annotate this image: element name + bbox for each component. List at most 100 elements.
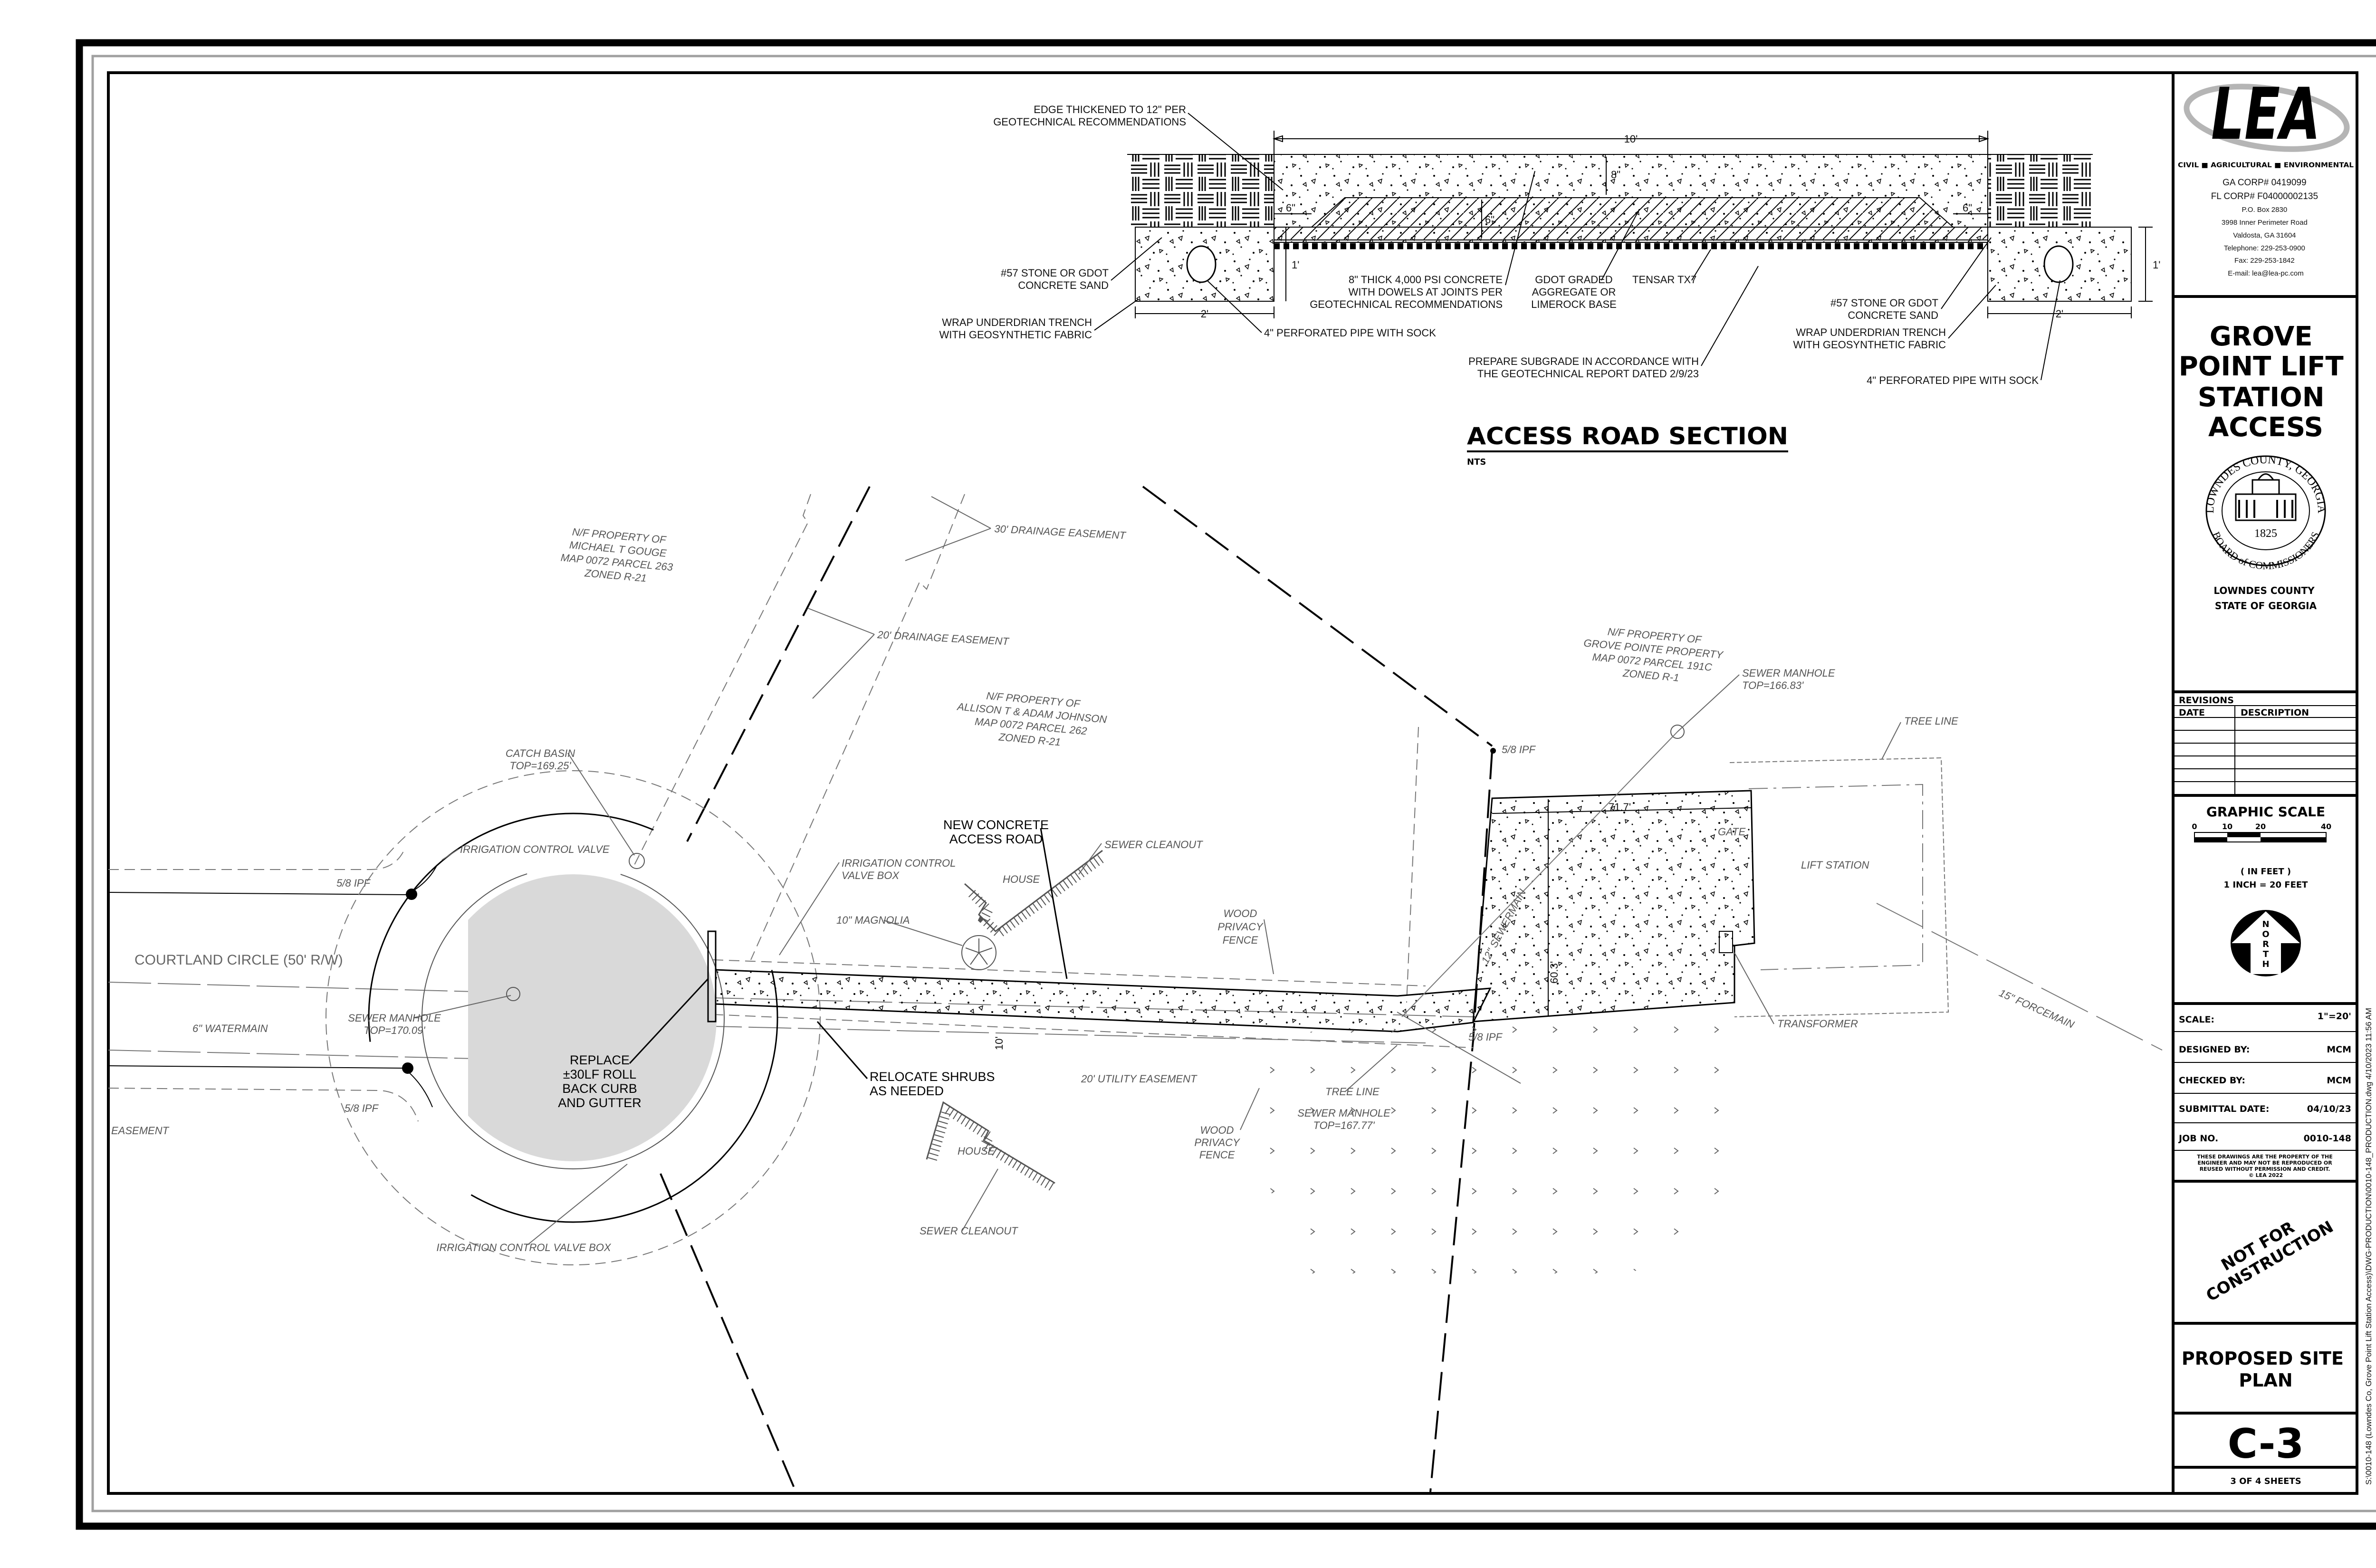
right-of-way-south [108, 1065, 433, 1108]
svg-text:CIVIL ■ AGRICULTURAL ■ ENVIRON: CIVIL ■ AGRICULTURAL ■ ENVIRONMENTAL [2178, 162, 2354, 169]
drainage-easement-20-label: 20' DRAINAGE EASEMENT [877, 629, 1010, 648]
section-title: ACCESS ROAD SECTION [1467, 422, 1788, 450]
revisions-table [2173, 690, 2357, 797]
lift-station-fence [1748, 784, 1923, 970]
watermain-line [108, 1025, 1426, 1060]
sewer-cleanout-north-label: SEWER CLEANOUT [1104, 839, 1203, 851]
file-path: S:\0010-148 (Lowndes Co, Grove Point Lif… [2364, 1008, 2373, 1485]
svg-text:NORTH: NORTH [2261, 919, 2271, 969]
project-title: GROVE POINT LIFT STATION ACCESS [2179, 321, 2353, 443]
house-south [926, 1101, 1055, 1184]
job-number-value: 0010-148 [2304, 1133, 2351, 1144]
pipe-left-note: 4" PERFORATED PIPE WITH SOCK [1264, 327, 1436, 339]
magnolia-tree-icon [961, 935, 996, 970]
transformer-label: TRANSFORMER [1777, 1018, 1858, 1030]
watermain-label: 6" WATERMAIN [192, 1023, 268, 1034]
lea-logo: LEA CIVIL ■ AGRICULTURAL ■ ENVIRONMENTAL [2178, 73, 2354, 169]
job-number-label: JOB NO. [2178, 1133, 2218, 1144]
gouge-property-label: N/F PROPERTY OFMICHAEL T GOUGEMAP 0072 P… [559, 525, 676, 586]
county-seal: LOWNDES COUNTY, GEORGIA BOARD of COMMISS… [2204, 454, 2328, 572]
plan-black-leaders [629, 828, 1068, 1079]
lift-station-label: LIFT STATION [1801, 859, 1869, 871]
iron-pin-west-top-label: 5/8 IPF [336, 877, 371, 889]
cul-de-sac-right-of-way [368, 813, 778, 1223]
scale-tick-20: 20 [2255, 822, 2266, 831]
catch-basin-icon [629, 853, 645, 869]
tree-line-ne-label: TREE LINE [1904, 715, 1958, 727]
easement-west-label: EASEMENT [111, 1125, 170, 1137]
wooded-area [1259, 1010, 1744, 1273]
pad-width-dimension [1492, 807, 1752, 814]
ownership-notice: THESE DRAWINGS ARE THE PROPERTY OF THE E… [2197, 1154, 2334, 1178]
perforated-pipe-right [2043, 245, 2074, 283]
house-north-hatch [968, 853, 1105, 940]
scale-value: 1"=20' [2318, 1011, 2351, 1022]
scale-label: SCALE: [2179, 1014, 2214, 1025]
concrete-pad [1472, 790, 1755, 1023]
not-for-construction-stamp: NOT FOR CONSTRUCTION [2194, 1201, 2337, 1305]
dim-base: 6" [1485, 214, 1495, 226]
outer-border [76, 39, 2376, 1530]
submittal-date-label: SUBMITTAL DATE: [2179, 1104, 2269, 1114]
street-name-label: COURTLAND CIRCLE (50' R/W) [134, 952, 343, 968]
section-scale-note: NTS [1467, 457, 1486, 467]
owner: LOWNDES COUNTY STATE OF GEORGIA [2213, 585, 2318, 612]
dim-depth-right: 1' [2153, 259, 2160, 271]
drainage-easement-line-east [750, 494, 965, 960]
house-south-hatch [928, 1102, 1055, 1191]
north-arrow-icon: NORTH [2231, 910, 2301, 976]
site-plan: N/F PROPERTY OFMICHAEL T GOUGEMAP 0072 P… [108, 486, 2163, 1492]
house-south-label: HOUSE [958, 1145, 995, 1157]
dim-depth-left: 1' [1292, 259, 1299, 271]
forcemain-line [1876, 903, 2163, 1051]
sewer-cleanout-south-label: SEWER CLEANOUT [920, 1225, 1018, 1237]
designed-by-label: DESIGNED BY: [2179, 1044, 2250, 1055]
revisions-col-description: DESCRIPTION [2241, 708, 2309, 718]
aggregate-base [1274, 197, 1988, 240]
fence-line-west [1406, 727, 1419, 1003]
house-north-label: HOUSE [1003, 873, 1040, 885]
iron-pin-west-bottom-label: 5/8 IPF [345, 1102, 379, 1114]
checked-by-value: MCM [2327, 1075, 2351, 1086]
pad-width-label: 71.7' [1609, 801, 1631, 813]
tree-line-south-label: TREE LINE [1325, 1086, 1380, 1098]
irrigation-box-south-label: IRRIGATION CONTROL VALVE BOX [436, 1242, 611, 1253]
soil-right [1988, 154, 2093, 227]
soil-left [1127, 154, 1274, 227]
geogrid-note: TENSAR TX7 [1632, 274, 1696, 286]
magnolia-label: 10" MAGNOLIA [836, 914, 910, 926]
svg-text:1825: 1825 [2254, 527, 2277, 540]
title-block: LEA CIVIL ■ AGRICULTURAL ■ ENVIRONMENTAL… [2173, 73, 2357, 1486]
dim-trench-left: 2' [1201, 308, 1208, 320]
property-line-nw [686, 486, 871, 842]
access-road-section: 10' 2' 2' 1' 1' 6" 6" 8" 6" EDGE THICKEN… [939, 104, 2161, 467]
iron-pin-south [402, 1062, 413, 1074]
iron-pin-ne [1490, 748, 1496, 754]
street-easement-south [108, 1088, 419, 1122]
submittal-date-value: 04/10/23 [2307, 1104, 2351, 1114]
scale-bar [2194, 832, 2327, 842]
section-leaders [1094, 113, 2060, 381]
dim-edge-right: 6" [1963, 202, 1972, 214]
sewer-manhole-ne-icon [1670, 725, 1685, 739]
dim-width: 10' [1624, 133, 1638, 145]
new-concrete-access-road [715, 969, 1492, 1033]
checked-by-label: CHECKED BY: [2179, 1075, 2245, 1086]
dimensions [1135, 131, 2153, 318]
